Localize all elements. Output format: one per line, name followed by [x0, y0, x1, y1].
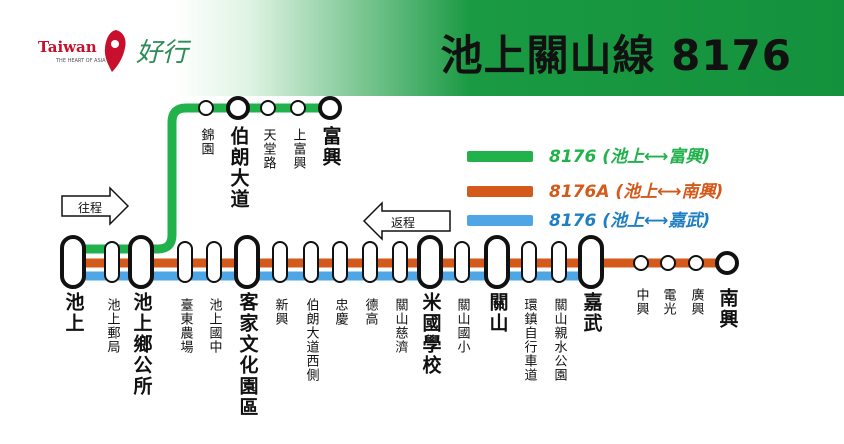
station-marker: [660, 255, 676, 271]
station-marker: [206, 241, 222, 283]
station-marker: [521, 241, 537, 283]
taiwan-island-icon: [104, 30, 126, 72]
station-label: 米國學校: [419, 292, 442, 376]
return-arrow-icon: [362, 201, 451, 241]
station-label: 池上國中: [206, 298, 222, 354]
station-marker: [128, 235, 154, 289]
station-marker: [290, 100, 306, 116]
station-label: 南興: [716, 288, 739, 330]
legend-swatch: [467, 151, 533, 162]
legend-swatch: [467, 215, 533, 226]
station-label: 富興: [319, 126, 342, 168]
legend-label: 8176 (池上⟷富興): [549, 147, 711, 167]
station-marker: [715, 251, 739, 275]
station-marker: [318, 96, 342, 120]
station-marker: [104, 241, 120, 283]
station-marker: [417, 235, 443, 289]
station-label: 臺東農場: [177, 298, 193, 354]
station-marker: [332, 241, 348, 283]
station-marker: [484, 235, 510, 289]
station-marker: [362, 241, 378, 283]
station-marker: [198, 100, 214, 116]
station-label: 關山親水公園: [551, 298, 567, 382]
station-label: 廣興: [688, 288, 704, 316]
legend-label: 8176A (池上⟷南興): [549, 182, 724, 202]
station-marker: [177, 241, 193, 283]
taiwan-tourism-logo: Taiwan THE HEART OF ASIA 好行: [38, 28, 198, 76]
station-label: 池上郵局: [104, 298, 120, 354]
header-banner: Taiwan THE HEART OF ASIA 好行 池上關山線 8176: [0, 0, 844, 96]
logo-script-text: 好行: [136, 38, 189, 68]
direction-arrows: [61, 186, 451, 241]
station-marker: [392, 241, 408, 283]
station-marker: [688, 255, 704, 271]
station-marker: [303, 241, 319, 283]
station-label: 上富興: [290, 128, 306, 170]
station-marker: [272, 241, 288, 283]
station-label: 新興: [272, 298, 288, 326]
station-label: 中興: [633, 288, 649, 316]
station-marker: [633, 255, 649, 271]
station-label: 關山: [486, 292, 509, 334]
station-label: 池上鄉公所: [130, 292, 153, 397]
station-marker: [260, 100, 276, 116]
route-stops: [60, 96, 739, 289]
return-label: 返程: [391, 216, 416, 230]
green-route-line: [68, 103, 335, 254]
outbound-arrow-icon: [61, 186, 130, 226]
logo-tagline: THE HEART OF ASIA: [56, 58, 106, 64]
legend-label: 8176 (池上⟷嘉武): [549, 211, 711, 231]
station-marker: [234, 235, 260, 289]
station-label: 關山慈濟: [392, 298, 408, 354]
legend-swatch: [467, 186, 533, 197]
station-marker: [60, 235, 86, 289]
station-label: 電光: [660, 288, 676, 316]
station-label: 忠慶: [332, 298, 348, 326]
station-label: 錦園: [198, 128, 214, 156]
station-label: 天堂路: [260, 128, 276, 170]
station-label: 伯朗大道西側: [303, 298, 319, 382]
logo-text: Taiwan: [38, 38, 97, 56]
station-label: 池上: [62, 292, 85, 334]
station-label: 伯朗大道: [227, 126, 250, 210]
station-label: 嘉武: [580, 292, 603, 334]
page-title: 池上關山線 8176: [440, 31, 792, 80]
station-marker: [226, 96, 250, 120]
station-label: 德高: [362, 298, 378, 326]
station-label: 客家文化園區: [236, 292, 259, 418]
outbound-label: 往程: [78, 201, 103, 215]
station-marker: [454, 241, 470, 283]
station-label: 關山國小: [454, 298, 470, 354]
station-marker: [551, 241, 567, 283]
station-label: 環鎮自行車道: [521, 298, 537, 382]
station-marker: [578, 235, 604, 289]
